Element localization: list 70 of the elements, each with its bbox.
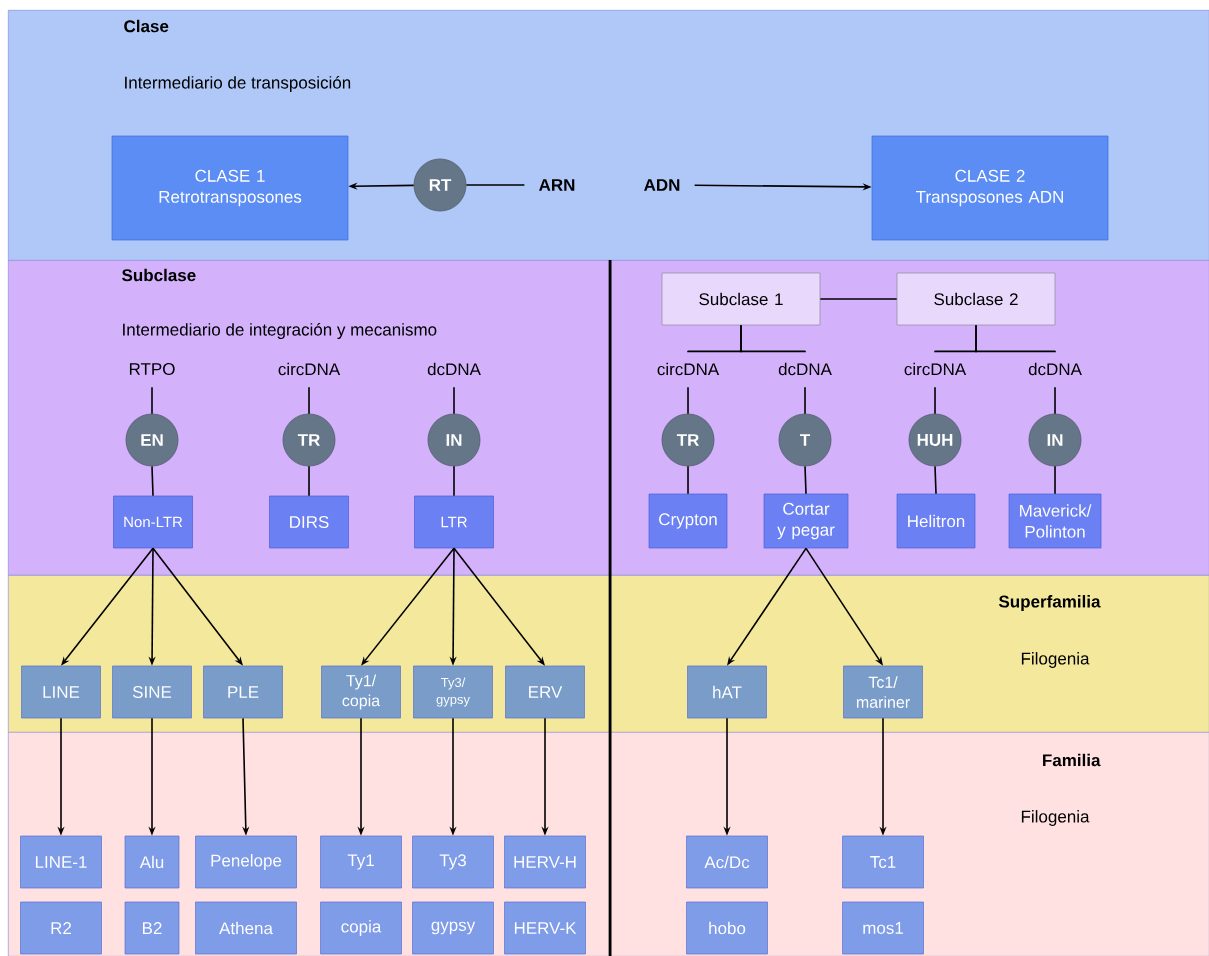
band-description: Intermediario de integración y mecanismo bbox=[123, 323, 437, 340]
family-box: R2 bbox=[20, 901, 102, 955]
connector-line bbox=[687, 465, 689, 495]
superfamily-box: ERV bbox=[505, 665, 585, 719]
subclass-box: Cortar y pegar bbox=[763, 493, 849, 549]
connector-line bbox=[1054, 386, 1056, 415]
intermediate-label: dcDNA bbox=[427, 362, 481, 376]
band-description: Filogenia bbox=[1021, 810, 1090, 826]
family-box: copia bbox=[320, 901, 402, 955]
connector-line bbox=[740, 324, 806, 353]
family-box: Penelope bbox=[195, 835, 297, 889]
band-description: Filogenia bbox=[1021, 652, 1090, 668]
family-box: Athena bbox=[195, 901, 297, 955]
connector-line bbox=[687, 386, 689, 415]
family-box: Ty3 bbox=[412, 835, 494, 889]
intermediate-label: circDNA bbox=[278, 362, 341, 376]
connector-line bbox=[804, 386, 806, 415]
superfamily-box: LINE bbox=[21, 665, 101, 719]
intermediate-label: circDNA bbox=[904, 362, 967, 376]
intermediate-label: dcDNA bbox=[1028, 362, 1082, 376]
class-box: CLASE 2 Transposones ADN bbox=[871, 135, 1109, 241]
band-heading: Superfamilia bbox=[998, 595, 1101, 611]
superfamily-box: Tc1/ mariner bbox=[843, 665, 923, 719]
nucleic-acid-label: ADN bbox=[644, 179, 680, 191]
subclass-box: Subclase 2 bbox=[896, 272, 1056, 326]
subclass-box: Crypton bbox=[648, 493, 728, 549]
family-box: HERV-K bbox=[504, 901, 586, 955]
connector-line bbox=[308, 386, 310, 415]
subclass-box: Subclase 1 bbox=[661, 272, 821, 326]
intermediate-label: RTPO bbox=[129, 363, 175, 376]
intermediate-label: dcDNA bbox=[778, 362, 832, 376]
superfamily-box: hAT bbox=[687, 665, 767, 719]
family-box: hobo bbox=[686, 901, 768, 955]
connector-line bbox=[151, 386, 153, 415]
superfamily-box: Ty3/ gypsy bbox=[413, 665, 493, 719]
family-box: Ac/Dc bbox=[686, 835, 768, 889]
subclass-box: Maverick/ Polinton bbox=[1008, 493, 1102, 549]
superfamily-box: SINE bbox=[112, 665, 192, 719]
family-box: Alu bbox=[124, 835, 180, 889]
subclass-box: Non-LTR bbox=[113, 495, 193, 549]
connector-line bbox=[465, 184, 526, 186]
connector-line bbox=[151, 465, 154, 497]
connector-line bbox=[308, 465, 310, 497]
class-box: CLASE 1 Retrotransposones bbox=[111, 135, 349, 241]
family-box: gypsy bbox=[412, 901, 494, 955]
nucleic-acid-label: ARN bbox=[539, 179, 575, 191]
connector-line bbox=[453, 386, 455, 415]
subclass-box: Helitron bbox=[896, 493, 976, 549]
connector-line bbox=[804, 465, 807, 495]
connector-line bbox=[1054, 465, 1056, 495]
band-heading: Familia bbox=[1043, 753, 1101, 767]
subclass-box: DIRS bbox=[269, 495, 349, 549]
family-box: LINE-1 bbox=[20, 835, 102, 889]
connector-line bbox=[975, 324, 1056, 353]
family-box: HERV-H bbox=[504, 835, 586, 889]
family-box: B2 bbox=[124, 901, 180, 955]
band-description: Intermediario de transposición bbox=[125, 76, 351, 93]
intermediate-label: circDNA bbox=[657, 362, 720, 376]
connector-line bbox=[453, 465, 455, 497]
subclass-box: LTR bbox=[414, 495, 494, 549]
family-box: Ty1 bbox=[320, 835, 402, 889]
family-box: Tc1 bbox=[842, 835, 924, 889]
connector-line bbox=[934, 465, 937, 495]
superfamily-box: Ty1/ copia bbox=[321, 665, 401, 719]
band-heading: Subclase bbox=[122, 268, 196, 282]
connector-line bbox=[819, 298, 898, 300]
band-heading: Clase bbox=[124, 19, 169, 33]
superfamily-box: PLE bbox=[203, 665, 283, 719]
family-box: mos1 bbox=[842, 901, 924, 955]
connector-line bbox=[934, 386, 936, 415]
